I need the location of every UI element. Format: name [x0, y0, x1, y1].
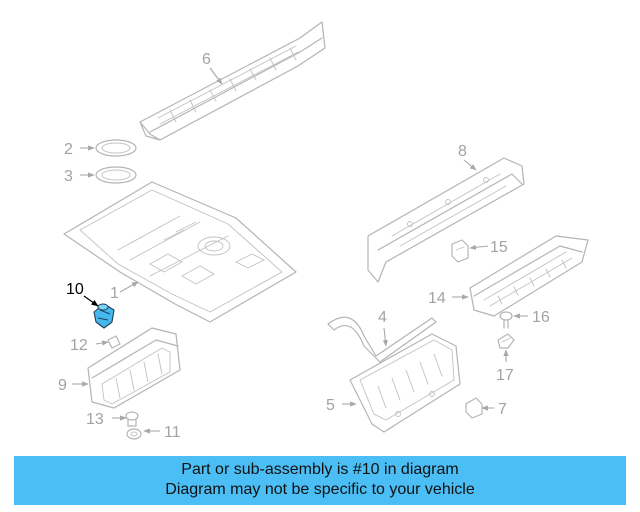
- part-2-plug: [95, 139, 137, 157]
- callout-5: 5: [326, 397, 335, 414]
- callout-11: 11: [164, 424, 181, 441]
- part-6-rocker-panel: [139, 21, 326, 141]
- part-15-bracket: [451, 239, 469, 263]
- callout-2: 2: [64, 141, 73, 158]
- part-16-bolt: [499, 311, 513, 329]
- part-3-plug: [95, 166, 137, 184]
- part-11-nut: [126, 428, 142, 440]
- part-5-rear-floor: [349, 333, 461, 433]
- part-9-tray: [87, 327, 181, 409]
- callout-13: 13: [86, 411, 104, 428]
- part-4-wheelhouse-arch: [327, 316, 437, 363]
- part-13-bolt: [125, 411, 139, 427]
- part-12-plug: [107, 335, 121, 349]
- part-7-bracket: [465, 397, 483, 419]
- part-17-clip: [497, 333, 515, 349]
- banner-line-part-number: Part or sub-assembly is #10 in diagram: [181, 461, 459, 478]
- callout-10[interactable]: 10: [66, 281, 84, 298]
- callout-labels: 6 2 3 8 15 10 1 14 4 16 12 17 9 5 7 13 1…: [58, 51, 550, 441]
- callout-1: 1: [110, 285, 119, 302]
- callout-4: 4: [378, 309, 387, 326]
- part-10-bracket-highlighted[interactable]: [93, 303, 115, 329]
- callout-16: 16: [532, 309, 550, 326]
- part-1-floor-pan: [63, 181, 297, 323]
- callout-8: 8: [458, 143, 467, 160]
- callout-12: 12: [70, 337, 88, 354]
- callout-3: 3: [64, 168, 73, 185]
- callout-6: 6: [202, 51, 211, 68]
- callout-15: 15: [490, 239, 508, 256]
- callout-7: 7: [498, 401, 507, 418]
- callout-17: 17: [496, 367, 514, 384]
- callout-14: 14: [428, 290, 446, 307]
- part-8-inner-sill: [367, 157, 525, 283]
- banner-line-disclaimer: Diagram may not be specific to your vehi…: [165, 481, 475, 498]
- leader-lines: [72, 67, 528, 434]
- callout-9: 9: [58, 377, 67, 394]
- part-14-step: [469, 235, 589, 317]
- info-banner: Part or sub-assembly is #10 in diagram D…: [14, 456, 626, 505]
